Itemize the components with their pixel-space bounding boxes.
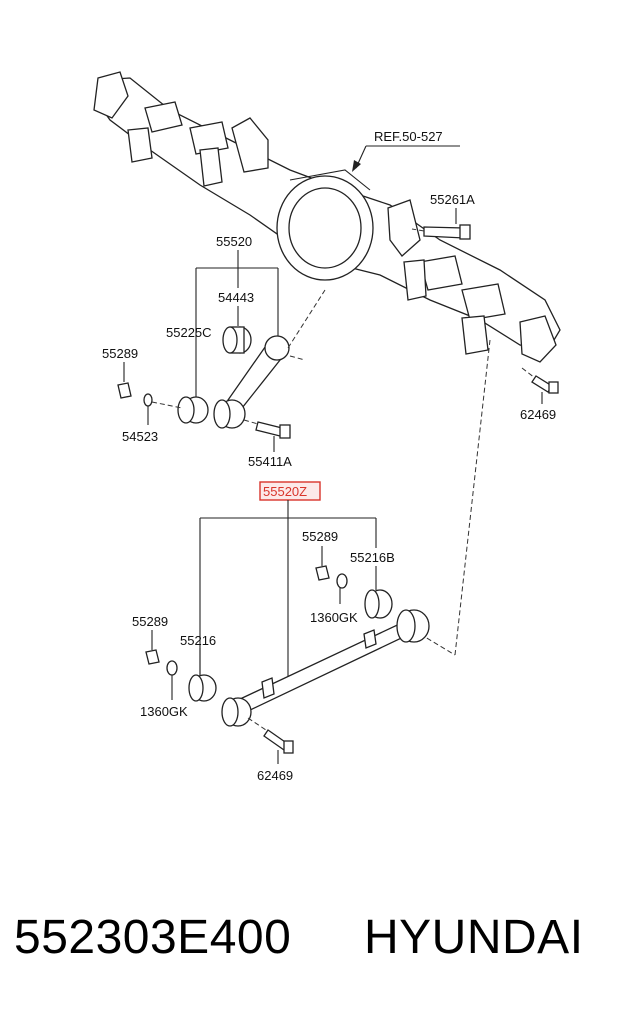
label-54523[interactable]: 54523 [122,429,158,444]
upper-link-arm [213,335,290,429]
nut-55289-upper: 55289 [102,346,138,399]
label-55289-upper[interactable]: 55289 [102,346,138,361]
highlight-box-55520Z[interactable] [259,481,321,501]
bolt-62469-lower: 62469 [247,717,294,783]
label-55225C[interactable]: 55225C [166,325,212,340]
label-62469-lower[interactable]: 62469 [257,768,293,783]
ref-label[interactable]: REF.50-527 [374,129,443,144]
label-55261A[interactable]: 55261A [430,192,475,207]
nut-55289-mid: 55289 [302,529,338,581]
ref-callout: REF.50-527 [352,129,460,172]
label-62469-upper[interactable]: 62469 [520,407,556,422]
part-number: 552303E400 [14,911,292,964]
label-55520Z[interactable]: 55520Z [263,484,307,499]
label-1360GK-mid[interactable]: 1360GK [310,610,358,625]
washer-1360GK-mid: 1360GK [310,573,358,625]
bushing-55216 [188,648,217,702]
bolt-62469-upper: 62469 [520,367,559,422]
upper-arm-assembly: 55520 54443 55225C [166,234,326,429]
guide-line-right-2 [419,633,456,656]
brand-name: HYUNDAI [364,911,584,964]
bolt-55261A: 55261A [411,192,475,240]
label-55289-mid[interactable]: 55289 [302,529,338,544]
guide-line-right [454,339,491,656]
label-55411A[interactable]: 55411A [248,454,292,469]
bolt-55411A: 55411A [243,419,292,469]
label-54443[interactable]: 54443 [218,290,254,305]
washer-54523: 54523 [122,393,183,444]
washer-1360GK-lower: 1360GK [140,660,188,719]
bushing-55225C [177,396,209,424]
rear-axle-housing [93,71,561,363]
bushing-54443 [222,326,252,354]
label-1360GK-lower[interactable]: 1360GK [140,704,188,719]
label-55216B[interactable]: 55216B [350,550,395,565]
label-55216[interactable]: 55216 [180,633,216,648]
label-55289-lower[interactable]: 55289 [132,614,168,629]
label-55520[interactable]: 55520 [216,234,252,249]
nut-55289-lower: 55289 [132,614,168,665]
bushing-55216B [364,566,393,619]
lower-arm-assembly: 55520Z 55216B 55216 [180,481,430,727]
